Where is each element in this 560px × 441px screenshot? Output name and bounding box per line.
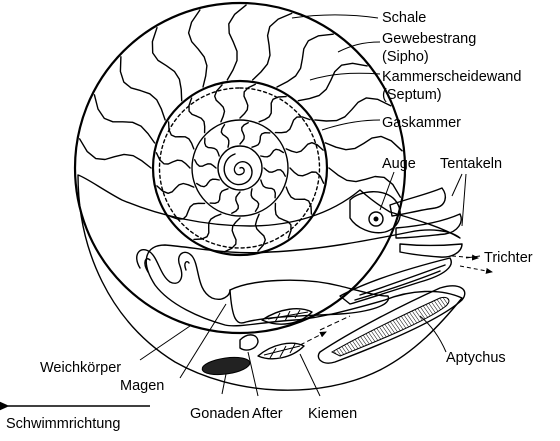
outer-shell	[73, 1, 407, 335]
label-gaskammer: Gaskammer	[382, 115, 461, 131]
gill-lower	[257, 342, 305, 360]
leader-lines	[139, 14, 481, 397]
label-schwimmrichtung: Schwimmrichtung	[6, 416, 120, 432]
septum-wall	[93, 94, 156, 144]
outflow-arrow-1	[451, 254, 479, 261]
label-after: After	[252, 406, 283, 422]
gill-upper	[261, 308, 313, 325]
funnel-lines	[354, 264, 446, 301]
septum-wall	[220, 124, 230, 148]
septum-wall	[274, 116, 311, 134]
outflow-arrow-2	[459, 265, 493, 274]
septum-wall	[187, 9, 208, 88]
septum-wall	[254, 213, 266, 252]
septum-wall	[226, 4, 247, 81]
septum-wall	[193, 213, 222, 241]
central-spiral	[223, 153, 253, 186]
septum-wall	[188, 97, 206, 134]
septum-wall	[151, 27, 183, 102]
septum-wall	[194, 159, 217, 169]
septum-wall	[285, 142, 324, 154]
septum-wall	[239, 122, 249, 145]
aptychus-outer	[317, 285, 466, 364]
septum-wall	[169, 202, 206, 220]
septa	[78, 4, 403, 253]
label-sipho: (Sipho)	[382, 49, 429, 65]
label-gewebestrang: Gewebestrang	[382, 31, 476, 47]
septum-wall	[204, 137, 220, 157]
septum-wall	[252, 12, 293, 81]
septum-wall	[314, 97, 392, 122]
septum-wall	[260, 179, 276, 199]
soft-body	[77, 174, 463, 391]
septum-wall	[250, 188, 260, 212]
septum-wall	[231, 191, 241, 214]
label-kiemen: Kiemen	[308, 406, 357, 422]
label-auge: Auge	[382, 156, 416, 172]
label-trichter: Trichter	[484, 250, 533, 266]
head	[349, 191, 401, 234]
septum-wall	[167, 121, 195, 150]
septum-wall	[324, 135, 403, 152]
eye-icon	[368, 211, 384, 227]
septum-wall	[119, 56, 166, 121]
whorl-boundary-core	[217, 145, 263, 191]
septum-wall	[263, 167, 286, 177]
aptychus-plate	[330, 297, 450, 357]
label-schale: Schale	[382, 10, 426, 26]
label-kammerscheidewand: Kammerscheidewand	[382, 69, 521, 85]
tentacle-middle	[395, 213, 462, 239]
septum-wall	[196, 178, 220, 188]
whorl-boundary	[151, 79, 329, 257]
tentacle-lower	[399, 243, 463, 258]
funnel	[339, 257, 452, 305]
septum-wall	[260, 148, 284, 158]
whorl-boundary-inner	[191, 119, 289, 217]
septum-wall	[78, 138, 152, 169]
aptychus-motion-2	[319, 315, 351, 331]
gut-tube	[229, 279, 390, 324]
label-tentakeln: Tentakeln	[440, 156, 502, 172]
septum-wall	[214, 84, 226, 123]
septum-wall	[297, 62, 368, 102]
septum-wall	[251, 132, 271, 148]
siphuncle	[158, 87, 321, 249]
intestine-loop	[136, 249, 231, 300]
intestine-wall	[144, 258, 190, 273]
septum-wall	[155, 152, 191, 169]
septum-wall	[209, 188, 229, 204]
aptychus-motion	[299, 331, 327, 346]
label-gonaden: Gonaden	[190, 406, 250, 422]
septum-wall	[274, 202, 292, 239]
label-aptychus: Aptychus	[446, 350, 506, 366]
gonads	[201, 356, 251, 376]
label-magen: Magen	[120, 378, 164, 394]
tentacle-upper	[389, 187, 447, 217]
septum-wall	[239, 83, 256, 119]
septum-wall	[224, 217, 241, 253]
septum-wall	[156, 182, 195, 194]
anus	[239, 334, 259, 351]
septum-wall	[276, 33, 334, 88]
label-weichkoerper: Weichkörper	[40, 360, 121, 376]
label-septum: (Septum)	[382, 87, 442, 103]
